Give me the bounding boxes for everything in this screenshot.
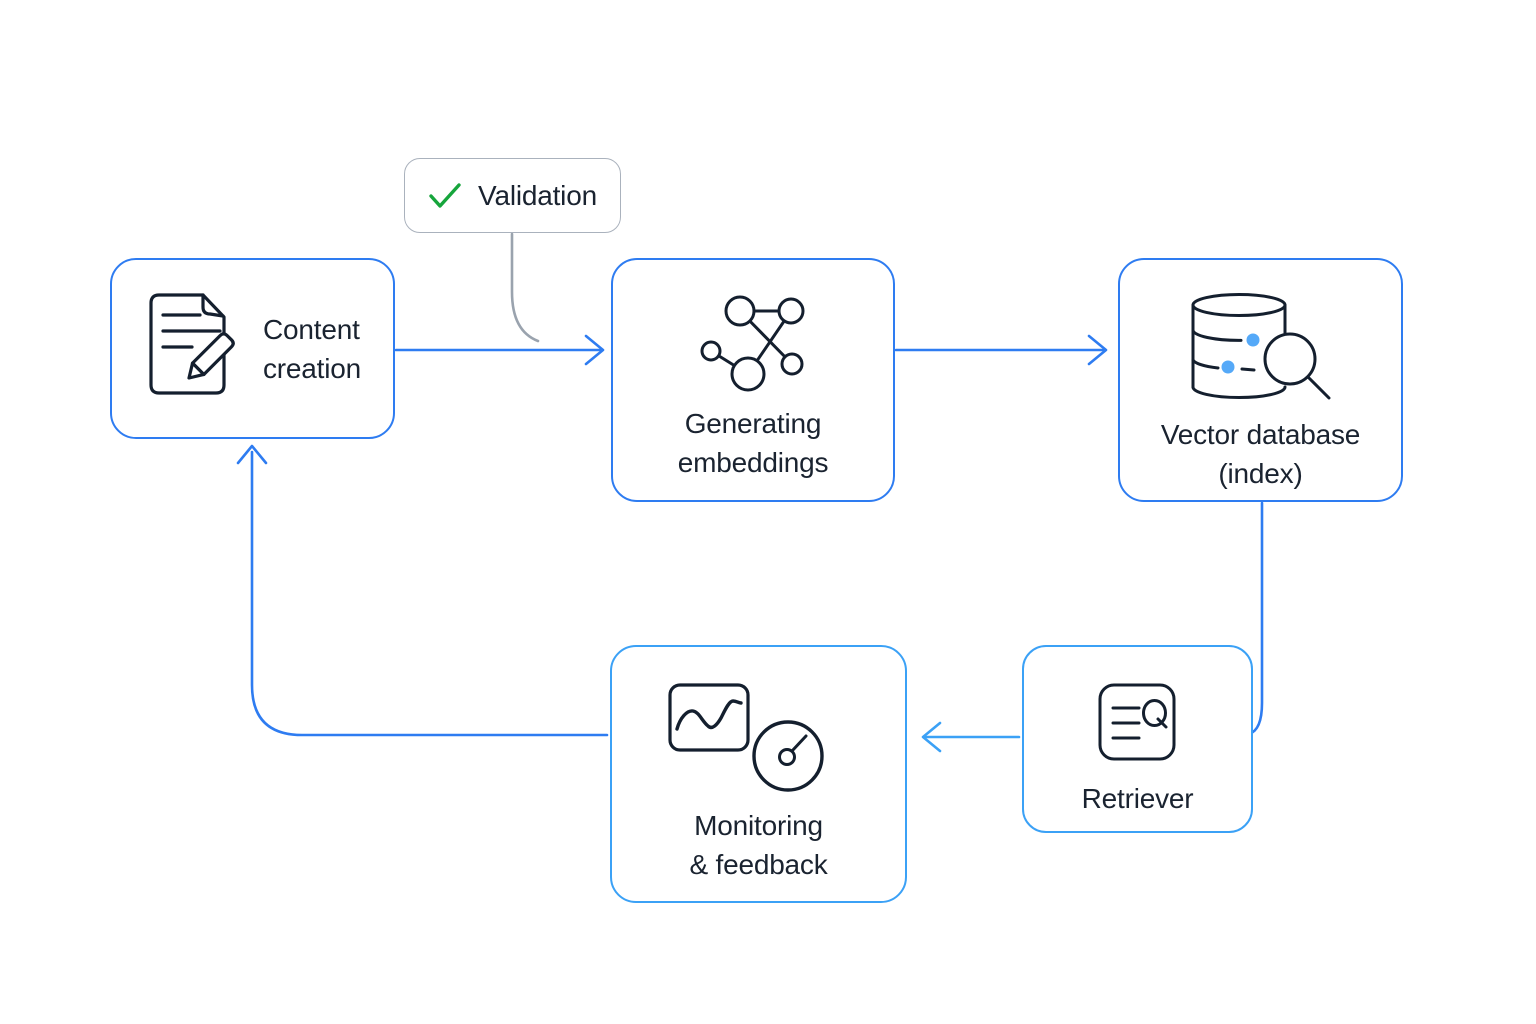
validation-callout: Validation (404, 158, 621, 233)
node-label-monitoring: Monitoring & feedback (689, 810, 828, 880)
document-query-icon (1098, 683, 1175, 761)
node-label-content-creation: Content creation (263, 313, 362, 384)
node-monitoring-feedback: Monitoring & feedback (610, 645, 907, 903)
document-edit-icon (149, 293, 235, 395)
node-label-vector-database: Vector database (index) (1160, 419, 1361, 489)
arrow-monitoring-to-content (236, 444, 609, 737)
validation-leader-line (510, 232, 540, 343)
network-graph-icon (700, 295, 805, 392)
node-generating-embeddings: Generating embeddings (611, 258, 895, 502)
arrow-retriever-to-monitoring (921, 721, 1021, 753)
node-content-creation: Content creation (110, 258, 395, 439)
checkmark-icon (429, 182, 461, 208)
node-label-generating-embeddings: Generating embeddings (677, 408, 829, 478)
arrow-content-to-embeddings (394, 334, 605, 366)
chart-gauge-icon (667, 683, 824, 792)
arrow-embeddings-to-vectordb (894, 334, 1108, 366)
node-vector-database: Vector database (index) (1118, 258, 1403, 502)
node-retriever: Retriever (1022, 645, 1253, 833)
validation-label: Validation (478, 180, 597, 211)
node-label-retriever: Retriever (1081, 783, 1194, 814)
database-search-icon (1191, 293, 1330, 400)
